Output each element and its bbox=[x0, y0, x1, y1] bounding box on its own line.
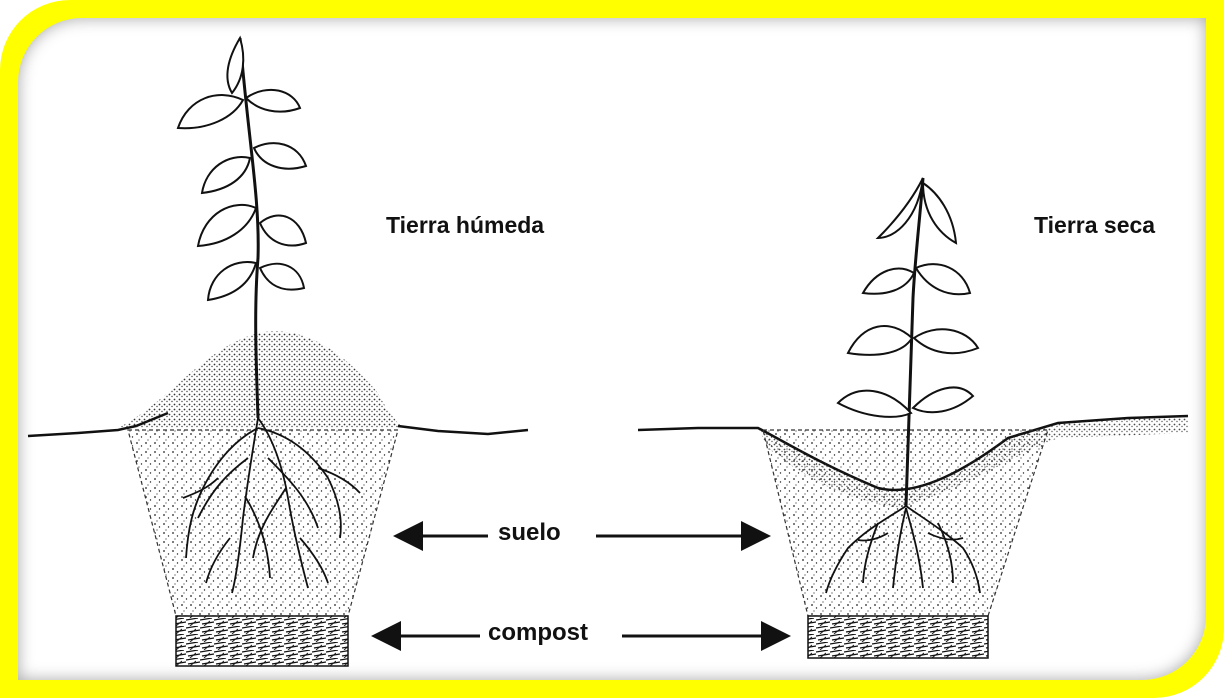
wet-soil-label: Tierra húmeda bbox=[386, 212, 544, 239]
soil-label: suelo bbox=[498, 519, 561, 547]
plant-leaves-left bbox=[178, 38, 306, 300]
dry-soil-planting bbox=[638, 178, 1188, 658]
compost-label: compost bbox=[488, 619, 588, 647]
planting-pit-right bbox=[763, 430, 1048, 616]
wet-soil-planting bbox=[28, 38, 528, 666]
ground-line-left-2 bbox=[398, 426, 528, 434]
soil-mound bbox=[118, 331, 403, 428]
dry-soil-label: Tierra seca bbox=[1034, 212, 1155, 239]
planting-diagram bbox=[18, 18, 1206, 680]
planting-pit-left bbox=[128, 430, 398, 616]
compost-layer-left bbox=[176, 616, 348, 666]
illustration-panel: Tierra húmeda Tierra seca suelo compost bbox=[18, 18, 1206, 680]
plant-leaves-right bbox=[838, 178, 978, 417]
compost-layer-right bbox=[808, 616, 988, 658]
